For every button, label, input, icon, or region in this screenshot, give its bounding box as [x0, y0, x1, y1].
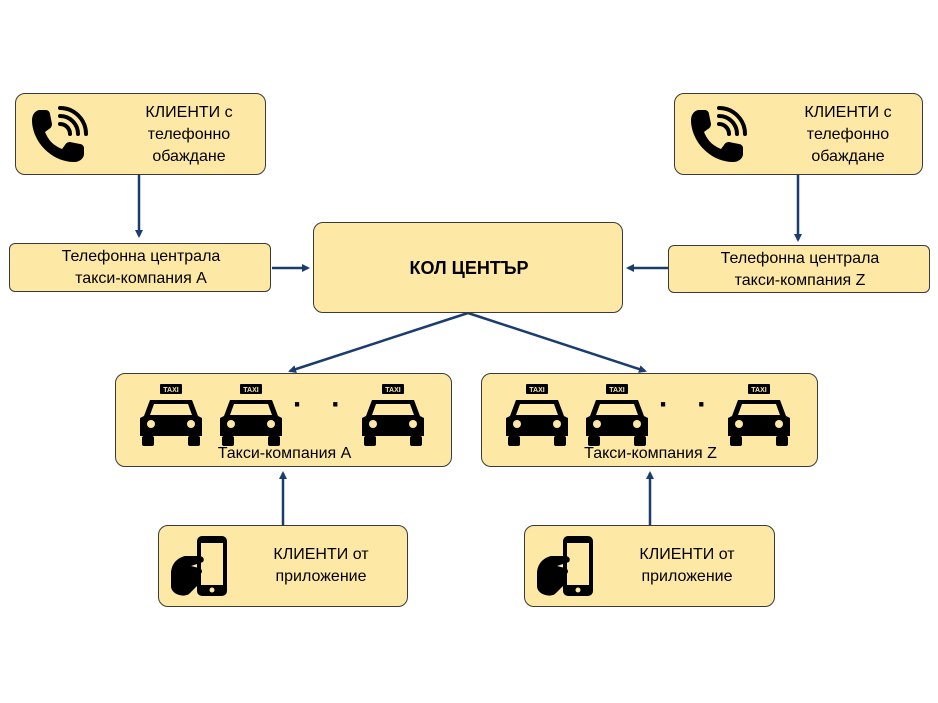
switchboard-a-line1: Телефонна централа [61, 248, 221, 265]
switchboard-z-box: Телефонна централа такси-компания Z [668, 245, 930, 293]
phone-call-icon [32, 106, 88, 162]
arrow-call-center-to-taxi-a [288, 311, 469, 373]
taxi-car-icon: TAXI [220, 384, 282, 446]
taxi-car-icon: TAXI [506, 384, 568, 446]
clients-app-box-left: КЛИЕНТИ от приложение [158, 525, 408, 607]
switchboard-a-box: Телефонна централа такси-компания A [9, 243, 271, 292]
taxi-company-z-box: TAXI TAXI · · TAXI Такси-компания Z [481, 373, 818, 467]
clients-phone-left-line3: обаждане [152, 148, 226, 165]
phone-call-icon [691, 106, 747, 162]
hand-holding-phone-icon [537, 536, 593, 596]
taxi-sign: TAXI [163, 387, 178, 394]
call-center-box: КОЛ ЦЕНТЪР [313, 222, 623, 313]
clients-phone-right-line1: КЛИЕНТИ с [804, 104, 892, 121]
clients-app-left-line2: приложение [275, 568, 367, 585]
clients-app-box-right: КЛИЕНТИ от приложение [524, 525, 775, 607]
clients-phone-left-line2: телефонно [147, 126, 231, 143]
taxi-sign: TAXI [529, 387, 544, 394]
switchboard-z-line1: Телефонна централа [720, 250, 880, 267]
switchboard-a-line2: такси-компания A [75, 270, 207, 287]
arrow-call-center-to-taxi-z [467, 311, 647, 373]
taxi-car-icon: TAXI [140, 384, 202, 446]
taxi-sign: TAXI [609, 387, 624, 394]
taxi-company-z-label: Такси-компания Z [584, 445, 717, 462]
clients-app-right-line1: КЛИЕНТИ от [639, 546, 735, 563]
taxi-company-a-label: Такси-компания A [217, 445, 352, 462]
hand-holding-phone-icon [171, 536, 227, 596]
taxi-company-a-box: TAXI TAXI · · TAXI Такси-компания A [115, 373, 452, 467]
call-center-label: КОЛ ЦЕНТЪР [409, 258, 529, 278]
taxi-ellipsis: · · [658, 388, 718, 421]
clients-phone-right-line2: телефонно [806, 126, 890, 143]
clients-app-left-line1: КЛИЕНТИ от [273, 546, 369, 563]
clients-phone-box-right: КЛИЕНТИ с телефонно обаждане [674, 93, 923, 175]
clients-phone-left-line1: КЛИЕНТИ с [145, 104, 233, 121]
taxi-sign: TAXI [385, 387, 400, 394]
taxi-car-icon: TAXI [728, 384, 790, 446]
clients-app-right-line2: приложение [641, 568, 733, 585]
clients-phone-right-line3: обаждане [811, 148, 885, 165]
taxi-sign: TAXI [243, 387, 258, 394]
taxi-car-icon: TAXI [586, 384, 648, 446]
clients-phone-box-left: КЛИЕНТИ с телефонно обаждане [15, 93, 266, 175]
taxi-ellipsis: · · [292, 388, 352, 421]
switchboard-z-line2: такси-компания Z [734, 272, 866, 289]
taxi-car-icon: TAXI [362, 384, 424, 446]
taxi-sign: TAXI [751, 387, 766, 394]
